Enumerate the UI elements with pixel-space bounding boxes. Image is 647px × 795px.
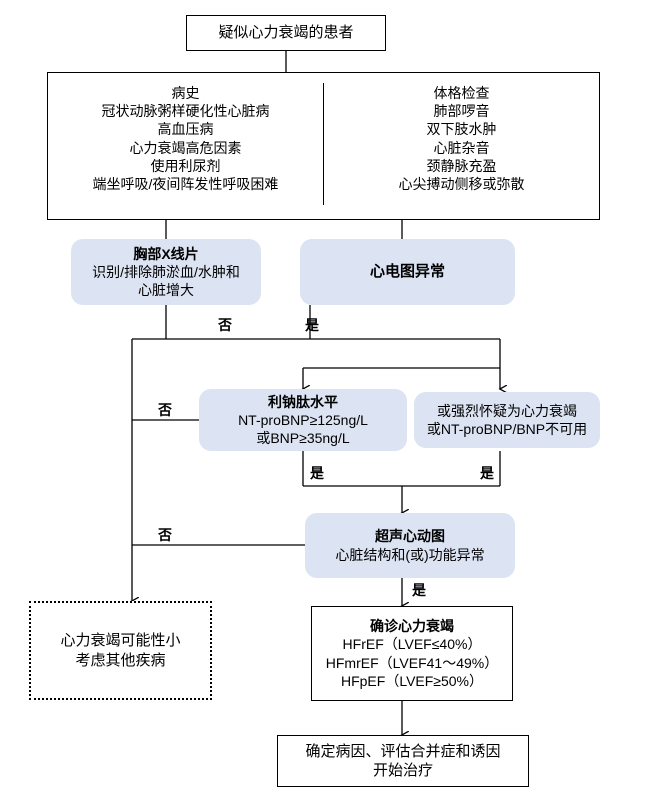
confirmed-hf-item-2: HFpEF（LVEF≥50%） xyxy=(340,672,484,689)
edge-label-echo-no: 否 xyxy=(158,527,172,543)
chest-xray-item-0: 识别/排除肺淤血/水肿和 xyxy=(92,263,240,280)
history-item-4: 端坐呼吸/夜间阵发性呼吸困难 xyxy=(92,175,279,192)
history-item-1: 高血压病 xyxy=(157,121,214,138)
node-suspected-patient: 疑似心力衰竭的患者 xyxy=(186,15,386,51)
node-ecg-abnormal: 心电图异常 xyxy=(300,239,515,305)
node-natriuretic-peptide: 利钠肽水平 NT-proBNP≥125ng/L 或BNP≥35ng/L xyxy=(199,389,407,451)
history-item-3: 使用利尿剂 xyxy=(150,157,221,174)
physical-exam-column: 体格检查 肺部啰音 双下肢水肿 心脏杂音 颈静脉充盈 心尖搏动侧移或弥散 xyxy=(324,73,599,219)
confirmed-hf-item-1: HFmrEF（LVEF41～49%） xyxy=(325,654,499,671)
chest-xray-item-1: 心脏增大 xyxy=(138,282,194,299)
physical-exam-item-3: 颈静脉充盈 xyxy=(426,157,497,174)
history-column: 病史 冠状动脉粥样硬化性心脏病 高血压病 心力衰竭高危因素 使用利尿剂 端坐呼吸… xyxy=(48,73,323,219)
node-history-and-exam: 病史 冠状动脉粥样硬化性心脏病 高血压病 心力衰竭高危因素 使用利尿剂 端坐呼吸… xyxy=(47,72,600,220)
edge-label-bnp-no: 否 xyxy=(158,402,172,418)
history-item-2: 心力衰竭高危因素 xyxy=(129,139,242,156)
edge-label-ecg-yes: 是 xyxy=(305,317,319,333)
unlikely-hf-item-0: 心力衰竭可能性小 xyxy=(60,632,181,649)
physical-exam-title: 体格检查 xyxy=(433,85,490,101)
edge-label-echo-yes: 是 xyxy=(412,582,426,598)
ecg-abnormal-title: 心电图异常 xyxy=(369,263,445,281)
edge-label-bnp-yes: 是 xyxy=(310,465,324,481)
node-strong-suspicion: 或强烈怀疑为心力衰竭 或NT-proBNP/BNP不可用 xyxy=(414,392,600,448)
strong-suspicion-item-0: 或强烈怀疑为心力衰竭 xyxy=(437,402,577,419)
physical-exam-item-4: 心尖搏动侧移或弥散 xyxy=(398,175,525,192)
physical-exam-item-1: 双下肢水肿 xyxy=(426,121,497,138)
history-title: 病史 xyxy=(171,85,200,101)
confirmed-hf-item-0: HFrEF（LVEF≤40%） xyxy=(342,636,482,653)
treatment-item-0: 确定病因、评估合并症和诱因 xyxy=(305,742,501,760)
edge-label-xray-no: 否 xyxy=(218,317,232,333)
physical-exam-item-2: 心脏杂音 xyxy=(433,139,490,156)
edge-label-suspicion-yes: 是 xyxy=(480,465,494,481)
strong-suspicion-item-1: 或NT-proBNP/BNP不可用 xyxy=(426,421,588,437)
echocardiogram-item-0: 心脏结构和(或)功能异常 xyxy=(335,546,485,563)
node-confirmed-hf: 确诊心力衰竭 HFrEF（LVEF≤40%） HFmrEF（LVEF41～49%… xyxy=(311,606,513,701)
natriuretic-peptide-item-1: 或BNP≥35ng/L xyxy=(256,430,350,447)
history-item-0: 冠状动脉粥样硬化性心脏病 xyxy=(101,103,270,120)
echocardiogram-title: 超声心动图 xyxy=(375,528,445,545)
suspected-patient-text: 疑似心力衰竭的患者 xyxy=(218,24,354,42)
treatment-item-1: 开始治疗 xyxy=(372,762,433,779)
natriuretic-peptide-title: 利钠肽水平 xyxy=(268,393,338,410)
physical-exam-item-0: 肺部啰音 xyxy=(433,103,490,120)
confirmed-hf-title: 确诊心力衰竭 xyxy=(370,618,454,635)
node-treatment: 确定病因、评估合并症和诱因 开始治疗 xyxy=(277,735,529,787)
column-divider xyxy=(323,83,324,205)
node-chest-xray: 胸部X线片 识别/排除肺淤血/水肿和 心脏增大 xyxy=(71,239,261,305)
chest-xray-title: 胸部X线片 xyxy=(133,245,199,262)
unlikely-hf-item-1: 考虑其他疾病 xyxy=(75,651,166,669)
node-echocardiogram: 超声心动图 心脏结构和(或)功能异常 xyxy=(305,513,515,578)
natriuretic-peptide-item-0: NT-proBNP≥125ng/L xyxy=(238,411,368,428)
node-unlikely-hf: 心力衰竭可能性小 考虑其他疾病 xyxy=(29,601,212,700)
